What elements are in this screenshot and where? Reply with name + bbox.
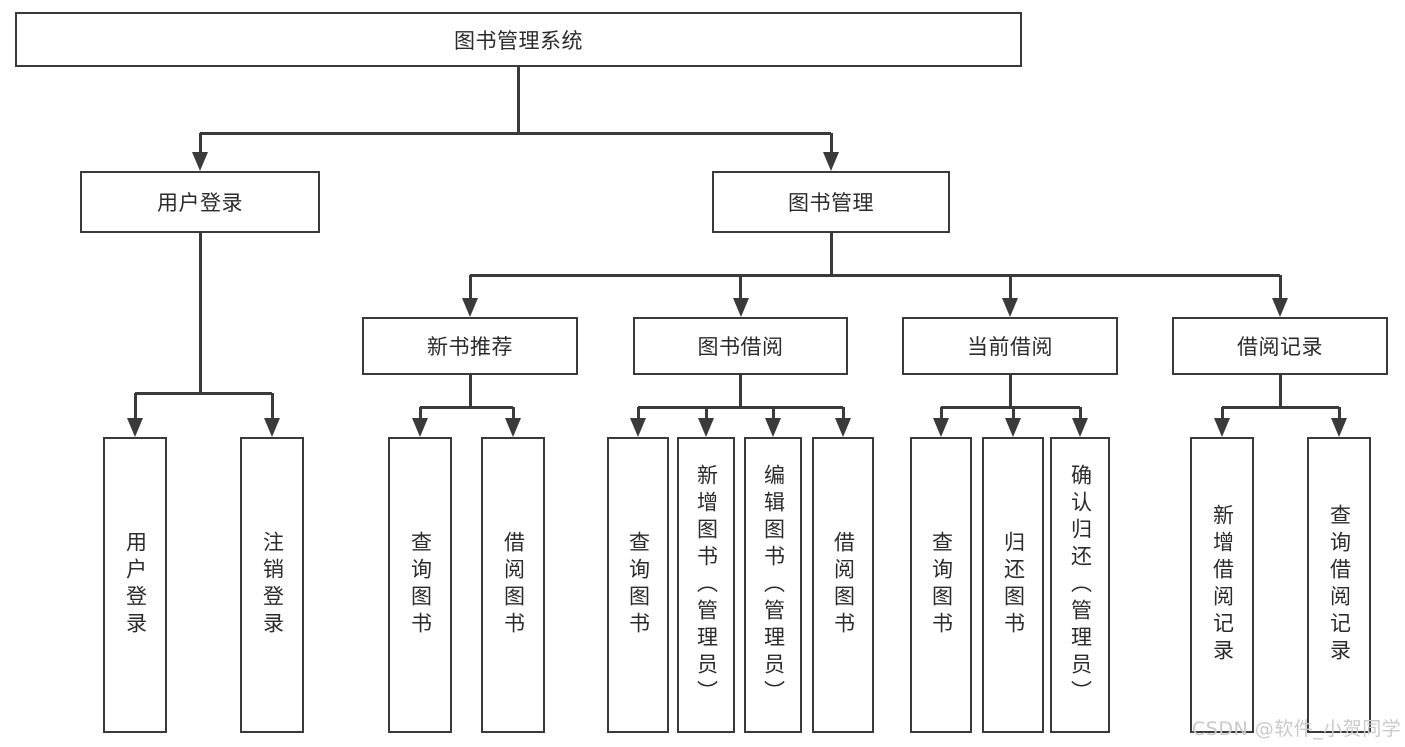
connector-drop [270, 393, 274, 419]
node-borrow-book-new-recommend[interactable]: 借阅图书 [481, 437, 545, 733]
node-label: 借阅图书 [501, 531, 526, 639]
node-query-book-borrow[interactable]: 查询图书 [607, 437, 669, 733]
connector-bus [941, 405, 1080, 409]
node-user-login-action[interactable]: 用户登录 [103, 437, 167, 733]
node-label: 查询借阅记录 [1327, 504, 1352, 666]
connector-drop [1278, 275, 1282, 299]
node-label: 图书管理 [788, 191, 874, 215]
watermark-text: CSDN @软件_小贺同学 [1192, 718, 1402, 740]
node-label: 借阅图书 [831, 531, 856, 639]
arrowhead-icon [505, 418, 521, 437]
node-label: 用户登录 [157, 191, 243, 215]
node-label: 当前借阅 [967, 335, 1053, 359]
arrowhead-icon [1002, 298, 1018, 317]
node-borrowing-record[interactable]: 借阅记录 [1172, 317, 1388, 375]
arrowhead-icon [1331, 418, 1347, 437]
node-user-logout-action[interactable]: 注销登录 [240, 437, 304, 733]
connector-drop [511, 407, 515, 419]
node-label: 编辑图书（管理员） [761, 463, 786, 707]
node-edit-book-admin[interactable]: 编辑图书（管理员） [744, 437, 802, 733]
node-label: 用户登录 [123, 531, 148, 639]
connector-drop [1008, 275, 1012, 299]
arrowhead-icon [1272, 298, 1288, 317]
node-new-book-recommendation[interactable]: 新书推荐 [362, 317, 578, 375]
connector-drop [829, 133, 833, 153]
node-book-management[interactable]: 图书管理 [712, 171, 950, 233]
connector-drop [841, 407, 845, 419]
arrowhead-icon [264, 418, 280, 437]
node-current-borrowing[interactable]: 当前借阅 [902, 317, 1118, 375]
node-return-book[interactable]: 归还图书 [982, 437, 1044, 733]
connector-stem [739, 375, 742, 407]
connector-drop [1220, 407, 1224, 419]
node-query-borrow-record[interactable]: 查询借阅记录 [1307, 437, 1371, 733]
connector-drop [939, 407, 943, 419]
node-label: 图书管理系统 [454, 28, 583, 53]
connector-bus [638, 405, 843, 409]
arrowhead-icon [192, 152, 208, 171]
node-label: 新增图书（管理员） [694, 463, 719, 707]
connector-bus [420, 405, 513, 409]
arrowhead-icon [835, 418, 851, 437]
connector-stem [517, 67, 520, 133]
arrowhead-icon [765, 418, 781, 437]
connector-bus [1222, 405, 1339, 409]
arrowhead-icon [630, 418, 646, 437]
connector-stem [468, 375, 472, 407]
connector-drop [1011, 407, 1015, 419]
connector-bus [200, 131, 831, 135]
connector-bus [470, 273, 1280, 277]
node-book-management-system[interactable]: 图书管理系统 [15, 12, 1022, 67]
node-query-book-current[interactable]: 查询图书 [910, 437, 972, 733]
node-label: 查询图书 [929, 531, 954, 639]
node-confirm-return-admin[interactable]: 确认归还（管理员） [1050, 437, 1110, 733]
connector-drop [704, 407, 708, 419]
connector-drop [468, 275, 472, 299]
node-query-book-new-recommend[interactable]: 查询图书 [388, 437, 452, 733]
arrowhead-icon [698, 418, 714, 437]
node-borrow-book[interactable]: 借阅图书 [812, 437, 874, 733]
arrowhead-icon [933, 418, 949, 437]
node-book-borrowing[interactable]: 图书借阅 [633, 317, 848, 375]
node-add-borrow-record[interactable]: 新增借阅记录 [1190, 437, 1254, 733]
node-label: 确认归还（管理员） [1068, 463, 1093, 707]
node-label: 新书推荐 [427, 335, 513, 359]
connector-drop [133, 393, 137, 419]
arrowhead-icon [823, 152, 839, 171]
arrowhead-icon [412, 418, 428, 437]
node-label: 借阅记录 [1237, 335, 1323, 359]
connector-drop [771, 407, 775, 419]
connector-bus [135, 391, 272, 395]
arrowhead-icon [1214, 418, 1230, 437]
arrowhead-icon [1072, 418, 1088, 437]
connector-drop [198, 133, 202, 153]
connector-drop [418, 407, 422, 419]
node-label: 注销登录 [260, 531, 285, 639]
node-label: 图书借阅 [697, 335, 784, 359]
node-label: 查询图书 [626, 531, 651, 639]
connector-drop [1078, 407, 1082, 419]
connector-stem [1278, 375, 1282, 407]
node-label: 查询图书 [408, 531, 433, 639]
node-label: 新增借阅记录 [1210, 504, 1235, 666]
node-label: 归还图书 [1001, 531, 1026, 639]
arrowhead-icon [462, 298, 478, 317]
arrowhead-icon [1005, 418, 1021, 437]
connector-drop [636, 407, 640, 419]
connector-stem [198, 233, 202, 393]
connector-drop [739, 275, 742, 299]
arrowhead-icon [127, 418, 143, 437]
node-user-login[interactable]: 用户登录 [80, 171, 320, 233]
connector-drop [1337, 407, 1341, 419]
connector-stem [829, 233, 833, 275]
connector-stem [1008, 375, 1012, 407]
node-add-book-admin[interactable]: 新增图书（管理员） [677, 437, 735, 733]
arrowhead-icon [732, 298, 749, 317]
